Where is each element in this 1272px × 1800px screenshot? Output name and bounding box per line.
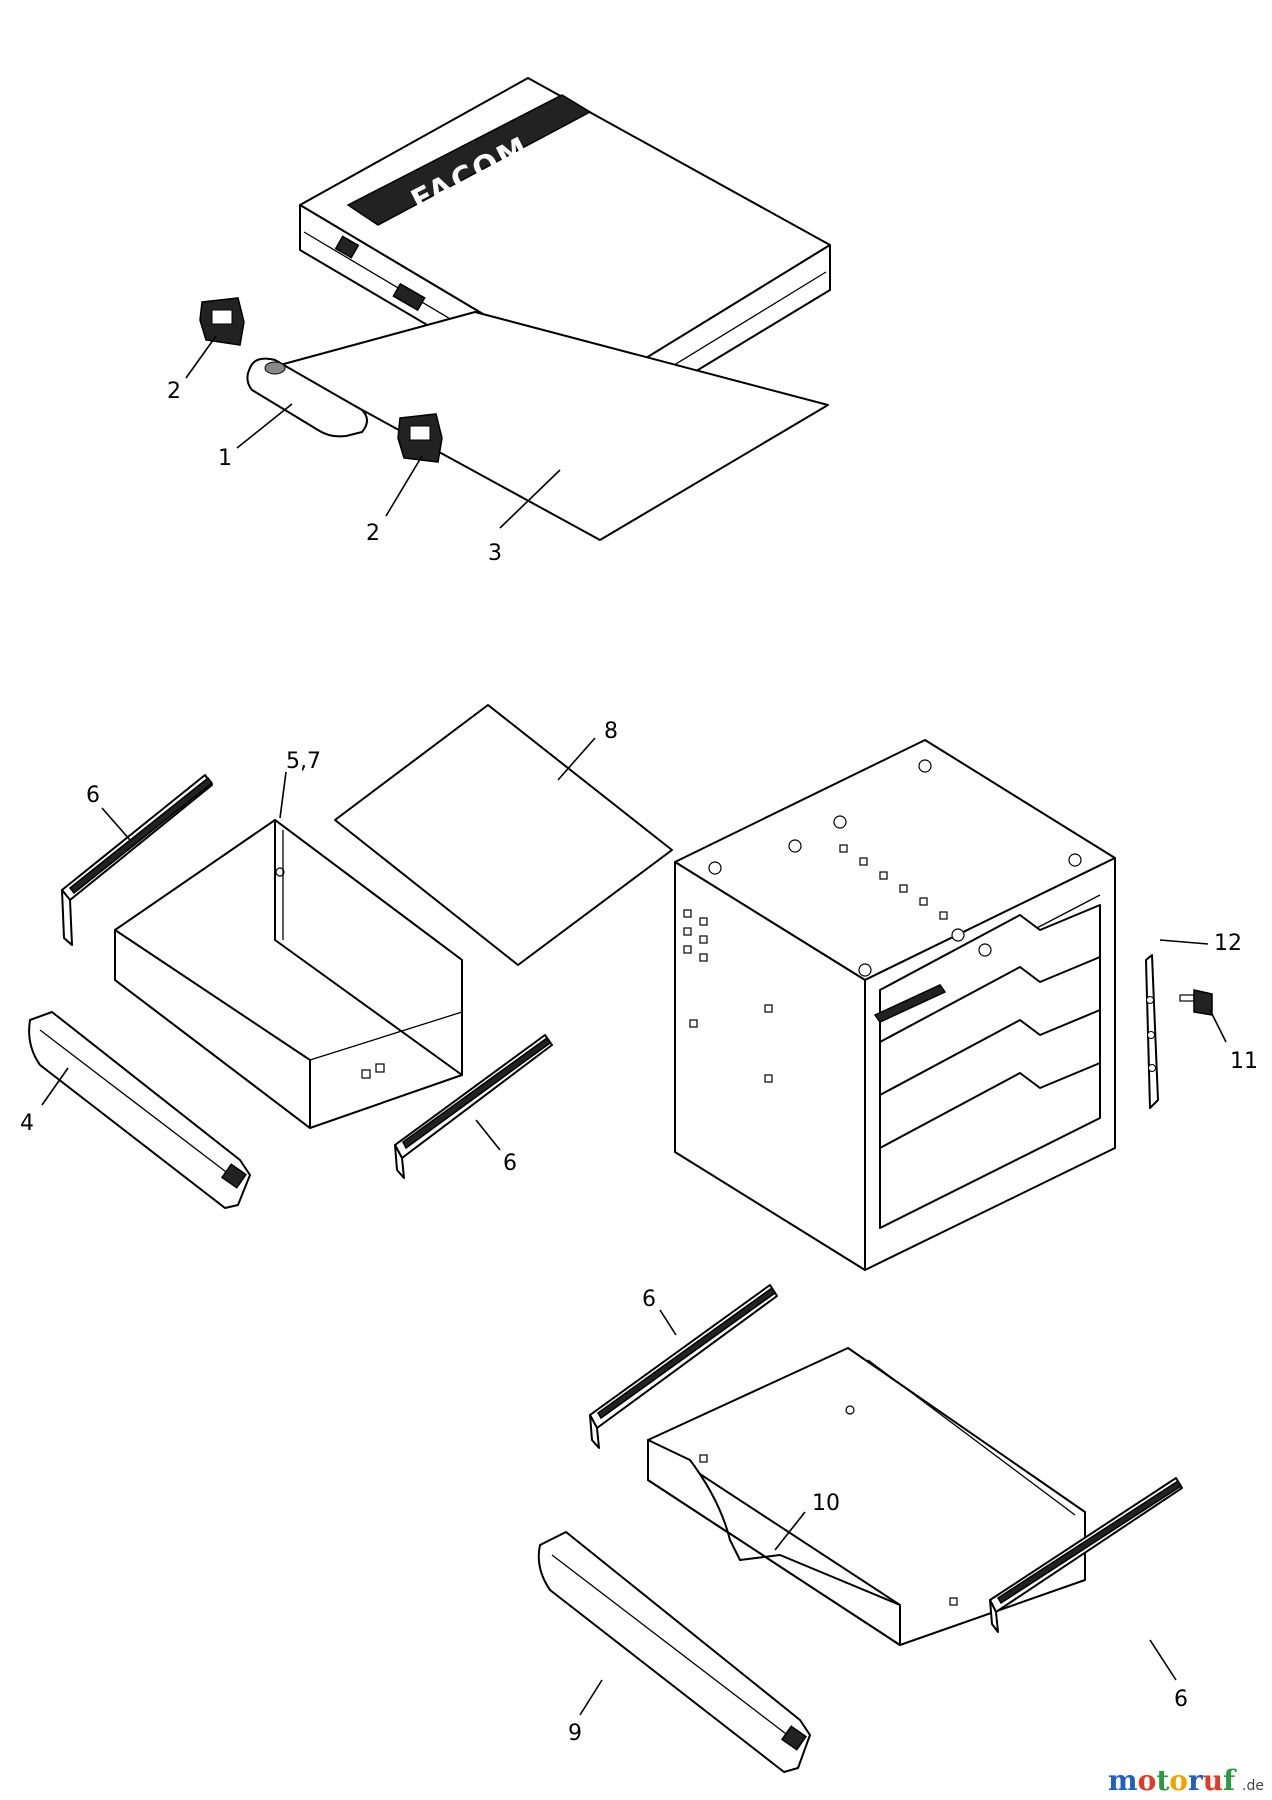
watermark-letter: u	[1203, 1764, 1223, 1797]
hinge-left	[199, 297, 245, 346]
callout-6: 6	[86, 783, 100, 808]
rail-lower-right	[989, 1477, 1183, 1633]
watermark-letter: o	[1169, 1764, 1188, 1797]
callout-3: 3	[488, 541, 502, 566]
callout-6: 6	[503, 1151, 517, 1176]
cabinet-top-holes	[708, 759, 1082, 977]
drawer-lower	[647, 1347, 1086, 1646]
rail-lower-left	[589, 1284, 778, 1449]
watermark: motoruf .de	[1108, 1764, 1264, 1797]
drawer-front-lower	[537, 1531, 811, 1773]
drawer-front-upper	[28, 1011, 251, 1209]
callout-10: 10	[812, 1491, 840, 1516]
lid-handle	[246, 357, 368, 438]
cabinet-drawers	[873, 894, 1101, 1229]
rail-upper-right	[394, 1034, 553, 1179]
lid-brand-plate	[346, 94, 592, 226]
cabinet	[674, 739, 1116, 1271]
callout-8: 8	[604, 719, 618, 744]
watermark-letter: r	[1188, 1764, 1204, 1797]
callout-9: 9	[568, 1721, 582, 1746]
callout-6: 6	[642, 1287, 656, 1312]
hinge-right	[397, 413, 443, 463]
callout-labels: 1 2 2 3 4 5,7 6 6 6 6 8 9 10 11 12	[20, 379, 1258, 1746]
callout-6: 6	[1174, 1687, 1188, 1712]
callout-11: 11	[1230, 1049, 1258, 1074]
callout-4: 4	[20, 1111, 34, 1136]
svg-text:motoruf: motoruf	[1108, 1764, 1237, 1797]
watermark-tld: .de	[1242, 1778, 1264, 1794]
watermark-letter: o	[1138, 1764, 1157, 1797]
watermark-letter: f	[1223, 1764, 1237, 1797]
rail-upper-left	[61, 774, 214, 946]
callout-2: 2	[167, 379, 181, 404]
drawer-liner	[334, 704, 673, 966]
callout-5-7: 5,7	[286, 749, 321, 774]
drawer-upper	[114, 819, 463, 1129]
watermark-letter: m	[1108, 1764, 1138, 1797]
lock-key	[1179, 989, 1213, 1016]
cabinet-strip	[1145, 954, 1159, 1109]
callout-1: 1	[218, 446, 232, 471]
callout-2: 2	[366, 521, 380, 546]
watermark-letter: t	[1156, 1764, 1169, 1797]
callout-12: 12	[1214, 931, 1242, 956]
lid-assembly: FACOM	[279, 77, 831, 541]
leader-lines	[41, 335, 1227, 1716]
cabinet-side-holes	[683, 909, 773, 1083]
